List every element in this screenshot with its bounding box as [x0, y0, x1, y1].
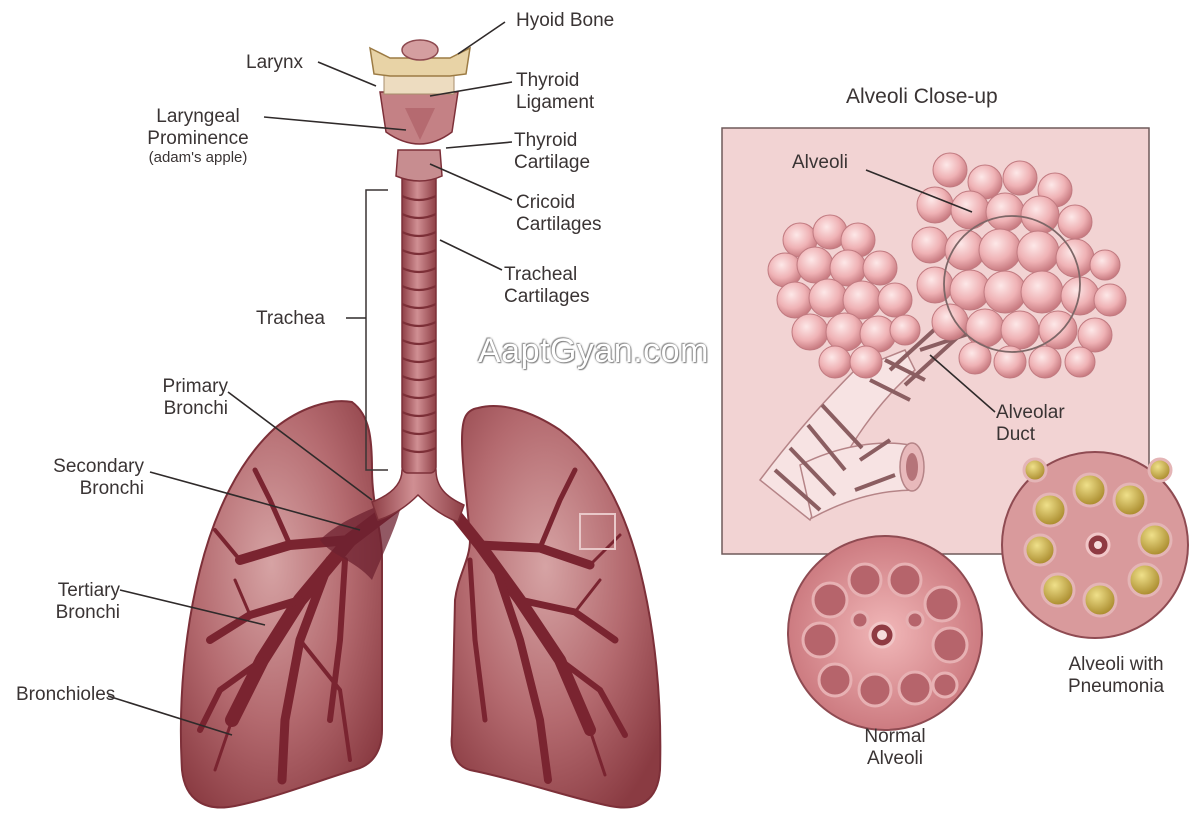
epiglottis — [402, 40, 438, 60]
label-bronchioles: Bronchioles — [16, 684, 115, 706]
label-thyroid-cartilage: Thyroid Cartilage — [514, 130, 590, 174]
label-laryngeal-prominence: Laryngeal Prominence (adam's apple) — [130, 106, 266, 166]
label-alveolar-duct: Alveolar Duct — [996, 402, 1065, 446]
primary-bronchi — [372, 470, 464, 522]
label-hyoid-bone: Hyoid Bone — [516, 10, 614, 32]
label-alveoli-with-pneumonia: Alveoli with Pneumonia — [1048, 654, 1184, 698]
label-thyroid-ligament: Thyroid Ligament — [516, 70, 594, 114]
label-alveoli: Alveoli — [792, 152, 848, 174]
trachea-tube — [402, 168, 436, 473]
label-adams-apple: (adam's apple) — [130, 150, 266, 166]
label-tracheal-cartilages: Tracheal Cartilages — [504, 264, 590, 308]
label-cricoid-cartilages: Cricoid Cartilages — [516, 192, 602, 236]
label-larynx: Larynx — [246, 52, 303, 74]
label-primary-bronchi: Primary Bronchi — [130, 376, 228, 420]
label-normal-alveoli: Normal Alveoli — [835, 726, 955, 770]
label-tertiary-bronchi: Tertiary Bronchi — [20, 580, 120, 624]
label-secondary-bronchi: Secondary Bronchi — [20, 456, 144, 500]
watermark: AaptGyan.com — [478, 332, 709, 371]
closeup-title: Alveoli Close-up — [846, 86, 998, 108]
airway — [370, 40, 470, 522]
normal-alveoli-view — [788, 536, 982, 730]
pneumonia-alveoli-view — [1002, 452, 1188, 638]
label-trachea: Trachea — [256, 308, 325, 330]
